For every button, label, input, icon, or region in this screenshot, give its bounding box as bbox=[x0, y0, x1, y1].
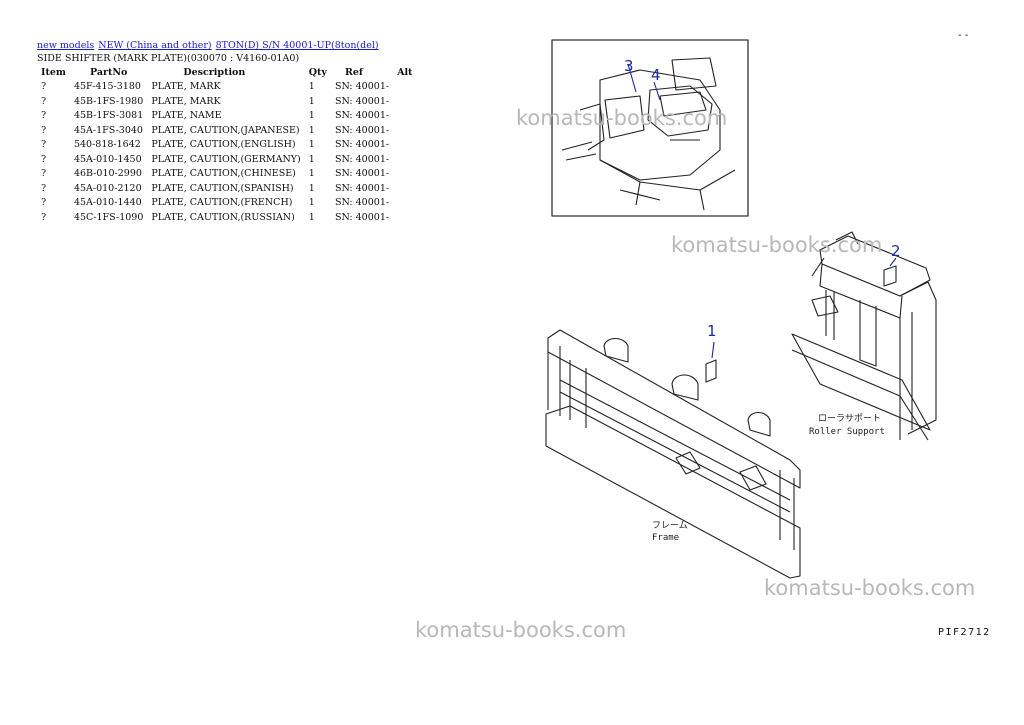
header-alt: Alt bbox=[397, 67, 413, 78]
roller-support-label: Roller Support bbox=[809, 427, 885, 437]
header-qty: Qty bbox=[308, 67, 327, 78]
cell-description: PLATE, CAUTION,(SPANISH) bbox=[151, 182, 294, 194]
callout-1: 1 bbox=[707, 322, 717, 340]
cell-ref: SN: 40001- bbox=[334, 197, 390, 208]
breadcrumb-link-region[interactable]: NEW (China and other) bbox=[98, 40, 212, 51]
cell-item: ? bbox=[41, 168, 47, 179]
cell-ref: SN: 40001- bbox=[334, 211, 390, 223]
cell-ref: SN: 40001- bbox=[334, 168, 390, 179]
cell-description: PLATE, CAUTION,(RUSSIAN) bbox=[151, 211, 295, 223]
cell-description: PLATE, CAUTION,(GERMANY) bbox=[151, 153, 301, 165]
cell-qty: 1 bbox=[308, 110, 315, 121]
cell-ref: SN: 40001- bbox=[334, 95, 390, 107]
frame-label-jp: フレーム bbox=[652, 520, 688, 531]
table-row: ? 45B-1FS-1980 PLATE, MARK 1 SN: 40001- bbox=[37, 95, 416, 110]
table-row: ? 46B-010-2990 PLATE, CAUTION,(CHINESE) 1 SN… bbox=[37, 167, 416, 182]
table-row: ? 45A-010-1450 PLATE, CAUTION,(GERMANY) 1 SN… bbox=[37, 153, 416, 168]
breadcrumb-link-machine[interactable]: 8TON(D) S/N 40001-UP(8ton(del) bbox=[215, 40, 379, 51]
cell-description: PLATE, NAME bbox=[151, 110, 222, 121]
cell-description: PLATE, MARK bbox=[151, 81, 221, 92]
table-header-row: Item PartNo Description Qty Ref Alt bbox=[37, 66, 416, 80]
watermark: komatsu-books.com bbox=[516, 106, 728, 130]
cell-item: ? bbox=[41, 153, 47, 165]
corner-mark: - - bbox=[958, 30, 969, 41]
cell-description: PLATE, MARK bbox=[151, 95, 221, 107]
cell-partno: 540-818-1642 bbox=[73, 139, 141, 150]
cell-item: ? bbox=[41, 139, 47, 150]
cell-partno: 45F-415-3180 bbox=[73, 81, 141, 92]
callout-3: 3 bbox=[624, 57, 634, 75]
header-ref: Ref bbox=[344, 67, 363, 78]
cell-partno: 45A-1FS-3040 bbox=[73, 124, 143, 136]
cell-qty: 1 bbox=[308, 95, 315, 107]
parts-table: Item PartNo Description Qty Ref Alt ? 45F… bbox=[37, 66, 416, 225]
frame-drawing bbox=[545, 329, 801, 579]
cell-partno: 45A-010-1450 bbox=[73, 153, 142, 165]
cell-description: PLATE, CAUTION,(ENGLISH) bbox=[151, 139, 296, 150]
cell-item: ? bbox=[41, 110, 47, 121]
cell-description: PLATE, CAUTION,(JAPANESE) bbox=[151, 124, 300, 136]
watermark: komatsu-books.com bbox=[764, 576, 976, 600]
cell-qty: 1 bbox=[308, 81, 315, 92]
figure-code: PIF2712 bbox=[938, 627, 991, 638]
cell-description: PLATE, CAUTION,(CHINESE) bbox=[151, 168, 296, 179]
cell-ref: SN: 40001- bbox=[334, 182, 390, 194]
operator-seat-inset bbox=[551, 39, 749, 217]
cell-item: ? bbox=[41, 211, 47, 223]
header-description: Description bbox=[183, 67, 246, 78]
table-row: ? 45C-1FS-1090 PLATE, CAUTION,(RUSSIAN) 1 SN… bbox=[37, 211, 416, 226]
cell-ref: SN: 40001- bbox=[334, 124, 390, 136]
watermark: komatsu-books.com bbox=[415, 618, 627, 642]
watermark: komatsu-books.com bbox=[671, 233, 883, 257]
cell-partno: 45A-010-1440 bbox=[73, 197, 142, 208]
cell-ref: SN: 40001- bbox=[334, 81, 390, 92]
callout-4: 4 bbox=[651, 66, 661, 84]
breadcrumb-link-models[interactable]: new models bbox=[37, 40, 95, 51]
roller-support-label-jp: ローラサポート bbox=[818, 413, 881, 424]
cell-qty: 1 bbox=[308, 211, 315, 223]
cell-partno: 45A-010-2120 bbox=[73, 182, 142, 194]
header-item: Item bbox=[41, 67, 66, 78]
cell-item: ? bbox=[41, 182, 47, 194]
table-row: ? 45B-1FS-3081 PLATE, NAME 1 SN: 40001- bbox=[37, 109, 416, 124]
table-row: ? 45F-415-3180 PLATE, MARK 1 SN: 40001- bbox=[37, 80, 416, 95]
cell-ref: SN: 40001- bbox=[334, 153, 390, 165]
table-row: ? 45A-010-2120 PLATE, CAUTION,(SPANISH) 1 SN… bbox=[37, 182, 416, 197]
cell-qty: 1 bbox=[308, 153, 315, 165]
table-row: ? 540-818-1642 PLATE, CAUTION,(ENGLISH) 1 SN… bbox=[37, 138, 416, 153]
roller-support-drawing bbox=[791, 231, 937, 441]
cell-item: ? bbox=[41, 81, 47, 92]
cell-partno: 45B-1FS-3081 bbox=[73, 110, 144, 121]
table-row: ? 45A-010-1440 PLATE, CAUTION,(FRENCH) 1 SN:… bbox=[37, 196, 416, 211]
cell-qty: 1 bbox=[308, 182, 315, 194]
cell-partno: 45C-1FS-1090 bbox=[73, 211, 144, 223]
cell-item: ? bbox=[41, 197, 47, 208]
callout-2: 2 bbox=[891, 242, 901, 260]
cell-description: PLATE, CAUTION,(FRENCH) bbox=[151, 197, 293, 208]
table-row: ? 45A-1FS-3040 PLATE, CAUTION,(JAPANESE) 1 S… bbox=[37, 124, 416, 139]
header-partno: PartNo bbox=[89, 67, 128, 78]
cell-qty: 1 bbox=[308, 139, 315, 150]
cell-ref: SN: 40001- bbox=[334, 139, 390, 150]
cell-partno: 45B-1FS-1980 bbox=[73, 95, 144, 107]
page-subtitle: SIDE SHIFTER (MARK PLATE)(030070 : V4160… bbox=[37, 53, 300, 64]
cell-item: ? bbox=[41, 124, 47, 136]
cell-qty: 1 bbox=[308, 197, 315, 208]
cell-qty: 1 bbox=[308, 124, 315, 136]
cell-qty: 1 bbox=[308, 168, 315, 179]
cell-item: ? bbox=[41, 95, 47, 107]
cell-ref: SN: 40001- bbox=[334, 110, 390, 121]
frame-label: Frame bbox=[652, 533, 679, 543]
cell-partno: 46B-010-2990 bbox=[73, 168, 142, 179]
